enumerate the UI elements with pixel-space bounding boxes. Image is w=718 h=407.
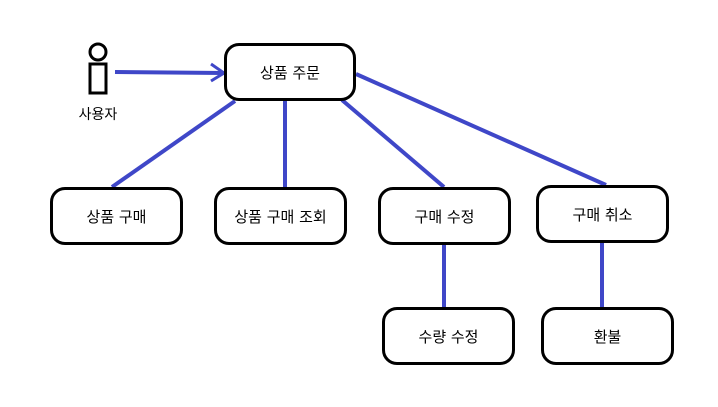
actor-icon [88, 42, 108, 95]
node-purchase-view[interactable]: 상품 구매 조회 [214, 187, 347, 245]
actor-label: 사용자 [78, 107, 118, 123]
edge-actor-to-order [114, 70, 225, 75]
node-quantity-modify[interactable]: 수량 수정 [382, 307, 515, 365]
node-purchase-cancel[interactable]: 구매 취소 [536, 185, 669, 243]
edges-group [110, 62, 607, 307]
node-refund[interactable]: 환불 [541, 307, 674, 365]
edge-order-to-purchase [110, 99, 237, 189]
edge-order-to-cancel [355, 72, 607, 187]
node-product-purchase[interactable]: 상품 구매 [50, 187, 183, 245]
node-purchase-modify[interactable]: 구매 수정 [378, 187, 511, 245]
edge-order-to-modify [340, 98, 446, 189]
node-product-order[interactable]: 상품 주문 [224, 43, 356, 101]
